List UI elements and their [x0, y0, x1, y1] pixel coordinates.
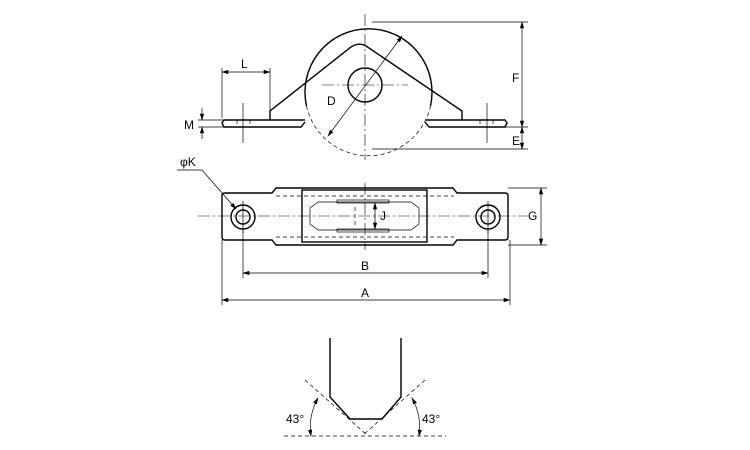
top-view: φK J G B A [177, 155, 547, 305]
left-angle-arc [308, 397, 319, 437]
label-b: B [361, 259, 369, 273]
axle-top [336, 199, 390, 204]
label-angle-left: 43° [286, 412, 304, 426]
left-flange [221, 119, 306, 128]
label-m: M [184, 118, 194, 132]
groove-angle-extension [304, 379, 369, 437]
k-leader-line [177, 169, 237, 210]
label-angle-right: 43° [422, 412, 440, 426]
label-l: L [241, 57, 248, 71]
axle-bottom [336, 228, 390, 233]
d-dimension-line [327, 35, 403, 137]
label-g: G [528, 209, 537, 223]
right-flange [424, 119, 508, 128]
groove-angle-extension [361, 379, 426, 437]
front-view: L M D F E [184, 14, 528, 160]
bracket-body [269, 43, 463, 120]
wheel-outline-upper [304, 28, 433, 107]
wheel-outline-lower [306, 105, 431, 157]
right-angle-arc [411, 397, 422, 437]
label-j: J [380, 209, 386, 223]
label-f: F [512, 71, 519, 85]
groove-profile [329, 338, 402, 420]
label-e: E [512, 134, 520, 148]
groove-detail: 43° 43° [284, 338, 446, 437]
wheel-top-outline [309, 201, 420, 231]
base-plate-outline [221, 187, 509, 246]
label-k: φK [180, 155, 196, 169]
label-d: D [327, 94, 336, 108]
label-a: A [361, 286, 369, 300]
